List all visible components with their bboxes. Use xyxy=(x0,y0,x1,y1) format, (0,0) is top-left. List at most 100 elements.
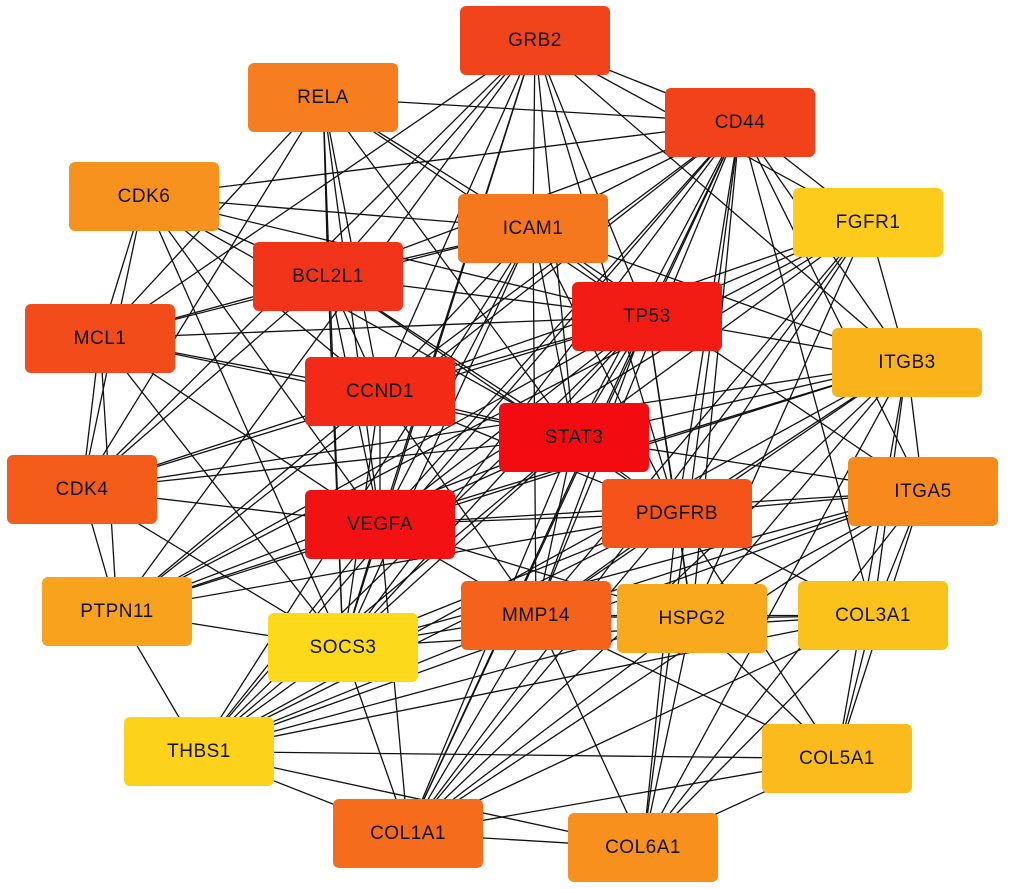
edge-hspg2-col6a1 xyxy=(642,618,693,848)
node-bcl2l1[interactable]: BCL2L1 xyxy=(253,242,403,311)
edge-mmp14-col1a1 xyxy=(407,615,537,834)
node-label: PDGFRB xyxy=(635,502,719,524)
node-label: MMP14 xyxy=(502,604,570,626)
node-label: BCL2L1 xyxy=(292,265,364,287)
node-col3a1[interactable]: COL3A1 xyxy=(798,581,948,650)
node-label: THBS1 xyxy=(167,740,231,762)
node-col6a1[interactable]: COL6A1 xyxy=(568,813,718,882)
node-grb2[interactable]: GRB2 xyxy=(460,6,610,75)
node-label: STAT3 xyxy=(544,426,604,448)
edge-bcl2l1-pdgfrb xyxy=(327,275,678,515)
node-socs3[interactable]: SOCS3 xyxy=(268,613,418,682)
node-label: CDK4 xyxy=(55,478,109,500)
node-label: FGFR1 xyxy=(835,211,901,233)
edge-itgb3-hspg2 xyxy=(691,362,908,619)
edge-cdk6-vegfa xyxy=(143,196,381,525)
node-label: CD44 xyxy=(714,111,766,133)
node-label: COL1A1 xyxy=(370,822,446,844)
edge-hspg2-col1a1 xyxy=(407,617,693,835)
edge-col3a1-col1a1 xyxy=(407,614,874,835)
edge-bcl2l1-socs3 xyxy=(327,276,344,648)
node-thbs1[interactable]: THBS1 xyxy=(124,717,274,786)
edge-pdgfrb-ptpn11 xyxy=(116,512,678,613)
edge-tp53-mcl1 xyxy=(99,315,648,340)
node-label: CCND1 xyxy=(346,380,414,402)
edge-fgfr1-vegfa xyxy=(379,221,869,526)
node-label: RELA xyxy=(297,86,349,108)
edge-cd44-vegfa xyxy=(379,122,741,525)
edge-mmp14-col6a1 xyxy=(535,615,644,848)
edge-itgb3-ptpn11 xyxy=(116,361,908,613)
node-rela[interactable]: RELA xyxy=(248,63,398,132)
node-label: ICAM1 xyxy=(502,217,564,239)
edge-col3a1-col6a1 xyxy=(642,615,874,848)
node-hspg2[interactable]: HSPG2 xyxy=(617,584,767,653)
edge-icam1-vegfa xyxy=(379,228,534,525)
node-icam1[interactable]: ICAM1 xyxy=(458,194,608,263)
node-label: CDK6 xyxy=(117,185,171,207)
node-label: HSPG2 xyxy=(658,607,726,629)
edge-cd44-col3a1 xyxy=(739,122,874,616)
edge-itga5-socs3 xyxy=(342,490,924,649)
edge-icam1-itga5 xyxy=(532,227,924,493)
node-itgb3[interactable]: ITGB3 xyxy=(832,328,982,397)
edge-stat3-cdk4 xyxy=(81,436,575,491)
node-label: PTPN11 xyxy=(80,600,154,622)
edge-fgfr1-mmp14 xyxy=(535,222,869,616)
node-itga5[interactable]: ITGA5 xyxy=(848,457,998,526)
node-cd44[interactable]: CD44 xyxy=(665,88,815,157)
node-label: ITGB3 xyxy=(878,351,936,373)
edge-itgb3-col5a1 xyxy=(836,362,908,759)
node-cdk6[interactable]: CDK6 xyxy=(69,162,219,231)
edge-grb2-itgb3 xyxy=(534,40,908,363)
edge-cd44-mmp14 xyxy=(535,122,741,616)
edge-pdgfrb-thbs1 xyxy=(198,512,678,753)
node-label: COL5A1 xyxy=(799,747,875,769)
edge-tp53-ptpn11 xyxy=(116,315,648,613)
node-ptpn11[interactable]: PTPN11 xyxy=(42,577,192,646)
edge-fgfr1-pdgfrb xyxy=(676,222,869,514)
node-col1a1[interactable]: COL1A1 xyxy=(333,799,483,868)
node-pdgfrb[interactable]: PDGFRB xyxy=(602,479,752,548)
edge-bcl2l1-cdk4 xyxy=(81,276,329,490)
edge-tp53-col1a1 xyxy=(407,316,648,834)
node-label: TP53 xyxy=(623,305,671,327)
edge-cd44-cdk6 xyxy=(143,121,741,198)
edge-icam1-pdgfrb xyxy=(532,228,678,514)
edge-ccnd1-mmp14 xyxy=(379,391,537,616)
node-tp53[interactable]: TP53 xyxy=(572,282,722,351)
node-label: COL3A1 xyxy=(835,604,911,626)
edge-thbs1-col5a1 xyxy=(198,750,838,760)
node-vegfa[interactable]: VEGFA xyxy=(305,490,455,559)
node-label: MCL1 xyxy=(73,327,127,349)
node-label: VEGFA xyxy=(347,513,413,535)
node-label: GRB2 xyxy=(508,29,562,51)
node-mcl1[interactable]: MCL1 xyxy=(25,304,175,373)
node-label: ITGA5 xyxy=(894,480,952,502)
node-label: SOCS3 xyxy=(309,636,377,658)
edge-grb2-ptpn11 xyxy=(116,40,536,612)
edge-cdk6-socs3 xyxy=(143,196,344,648)
edge-ccnd1-ptpn11 xyxy=(116,391,381,612)
node-fgfr1[interactable]: FGFR1 xyxy=(793,188,943,257)
edge-itgb3-cdk4 xyxy=(81,361,908,491)
node-label: COL6A1 xyxy=(605,836,681,858)
node-stat3[interactable]: STAT3 xyxy=(499,403,649,472)
node-mmp14[interactable]: MMP14 xyxy=(461,581,611,650)
node-ccnd1[interactable]: CCND1 xyxy=(305,357,455,426)
edge-tp53-socs3 xyxy=(342,316,648,648)
node-cdk4[interactable]: CDK4 xyxy=(7,455,157,524)
edge-mcl1-socs3 xyxy=(99,338,344,648)
edge-fgfr1-hspg2 xyxy=(691,222,869,619)
edge-cd44-stat3 xyxy=(573,122,741,438)
edge-grb2-ccnd1 xyxy=(379,40,536,392)
edge-pdgfrb-col1a1 xyxy=(407,513,678,834)
edge-grb2-bcl2l1 xyxy=(327,40,536,277)
edge-rela-cdk4 xyxy=(81,97,324,490)
edge-itgb3-col6a1 xyxy=(642,362,908,848)
edge-grb2-mcl1 xyxy=(99,39,536,340)
edge-cd44-itga5 xyxy=(739,122,924,492)
node-col5a1[interactable]: COL5A1 xyxy=(762,724,912,793)
edge-itga5-col1a1 xyxy=(407,490,924,835)
edge-stat3-socs3 xyxy=(342,437,575,648)
